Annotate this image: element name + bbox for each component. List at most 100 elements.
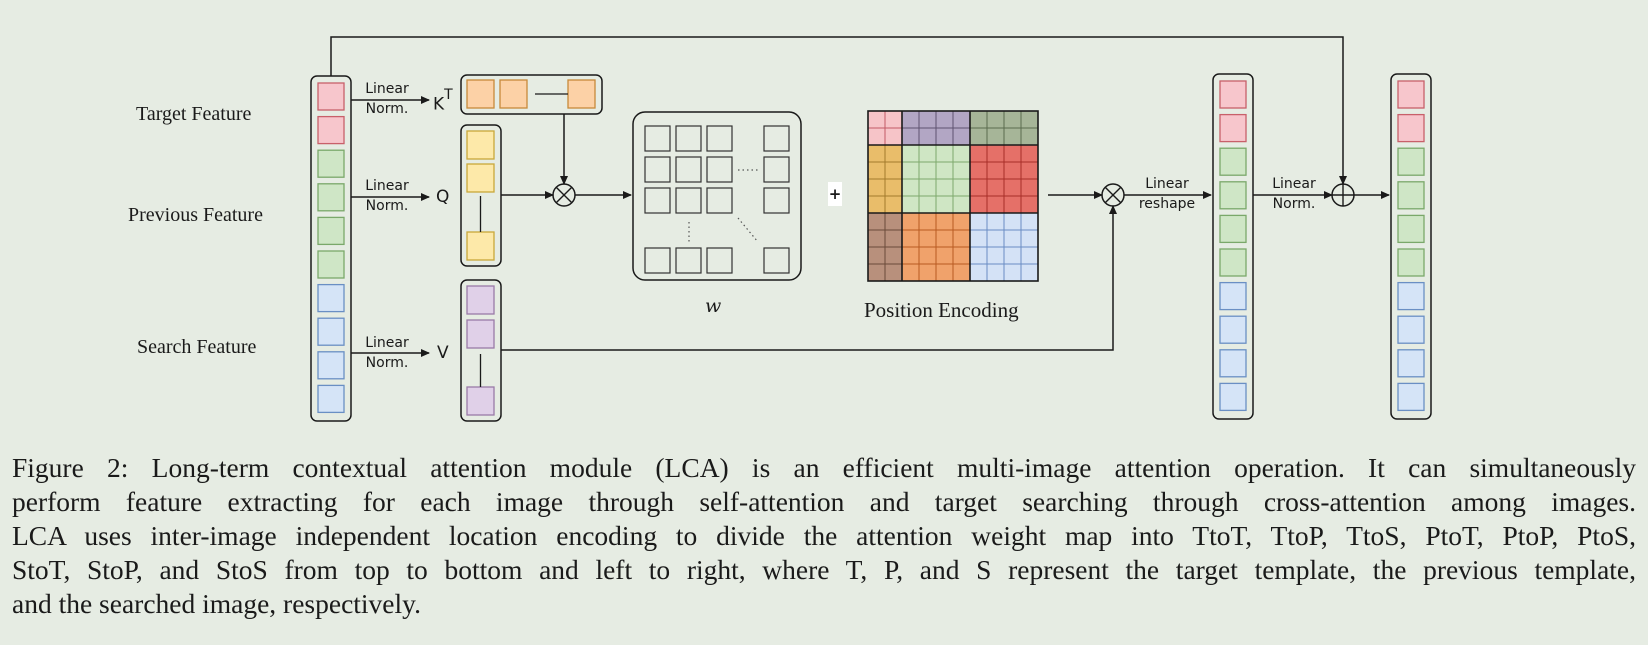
weight-cell xyxy=(675,156,702,183)
residual-skip-arrow xyxy=(330,36,1347,185)
attention-weight-map xyxy=(632,111,802,281)
token-columns xyxy=(310,73,1432,422)
figure-caption: Figure 2: Long-term contextual attention… xyxy=(12,451,1636,621)
target-token-cell xyxy=(1219,113,1247,143)
weight-cell xyxy=(763,187,790,214)
previous-token-cell xyxy=(317,183,345,212)
weight-cell xyxy=(644,156,671,183)
previous-token-cell xyxy=(1219,248,1247,277)
search-token-cell xyxy=(1219,382,1247,412)
value-symbol: V xyxy=(437,343,449,363)
pe-outline xyxy=(867,110,1039,282)
weight-map-box xyxy=(632,111,802,281)
target-token-cell xyxy=(317,115,345,145)
previous-token-cell xyxy=(317,216,345,246)
position-encoding-grid xyxy=(867,110,1039,282)
linear-text: Linear xyxy=(365,335,409,351)
linear-norm-out-label: Linear Norm. xyxy=(1269,174,1319,214)
linear-norm-k-label: Linear Norm. xyxy=(362,79,412,119)
linear-text: Linear xyxy=(365,81,409,97)
search-token-cell xyxy=(1397,315,1425,344)
weight-cell xyxy=(644,125,671,152)
target-token-cell xyxy=(1397,80,1425,109)
flow-arrows xyxy=(330,36,1390,357)
key-token-cell xyxy=(466,79,495,109)
search-token-cell xyxy=(1397,382,1425,412)
search-token-cell xyxy=(317,351,345,380)
key-token-cell xyxy=(567,79,596,109)
previous-token-cell xyxy=(317,250,345,279)
weight-cell xyxy=(706,125,733,152)
norm-text: Norm. xyxy=(1272,196,1316,212)
weight-cell xyxy=(644,187,671,214)
search-token-cell xyxy=(317,317,345,346)
target-token-cell xyxy=(1219,80,1247,109)
output-token-column xyxy=(1390,73,1432,420)
norm-text: Norm. xyxy=(365,198,409,214)
weight-cell xyxy=(763,125,790,152)
caption-line-3: LCA uses inter-image independent locatio… xyxy=(12,520,1636,551)
norm-text: Norm. xyxy=(365,355,409,371)
k-text: K xyxy=(433,94,445,115)
transpose-superscript: T xyxy=(444,87,453,103)
previous-token-cell xyxy=(1397,214,1425,244)
search-token-cell xyxy=(1397,349,1425,378)
target-token-cell xyxy=(1397,113,1425,143)
previous-token-cell xyxy=(317,149,345,178)
reshaped-token-column xyxy=(1212,73,1254,420)
caption-line-2: perform feature extracting for each imag… xyxy=(12,486,1636,517)
query-token-cell xyxy=(466,163,495,193)
linear-text: Linear xyxy=(365,178,409,194)
weight-cell xyxy=(675,187,702,214)
value-token-cell xyxy=(466,285,495,315)
weight-diag-dots xyxy=(737,217,759,243)
value-token-cell xyxy=(466,386,495,416)
target-token-cell xyxy=(317,82,345,111)
target-feature-label: Target Feature xyxy=(136,103,252,125)
query-token-cell xyxy=(466,130,495,160)
matmul-qk-operator-stroke xyxy=(555,186,573,204)
previous-feature-label: Previous Feature xyxy=(128,204,263,226)
linear-reshape-label: Linear reshape xyxy=(1136,174,1198,214)
caption-line-4: StoT, StoP, and StoS from top to bottom … xyxy=(12,554,1636,585)
search-token-cell xyxy=(1219,281,1247,311)
weight-cell xyxy=(763,156,790,183)
previous-token-cell xyxy=(1397,147,1425,176)
caption-line-1: Figure 2: Long-term contextual attention… xyxy=(12,452,1636,483)
matmul-v-operator-stroke xyxy=(1104,186,1122,204)
query-token-cell xyxy=(466,231,495,261)
plus-sign: + xyxy=(828,182,842,206)
weight-cell xyxy=(706,187,733,214)
value-token-cell xyxy=(466,319,495,349)
key-box xyxy=(460,74,603,115)
qkv-projections xyxy=(460,74,603,422)
previous-token-cell xyxy=(1397,248,1425,277)
linear-norm-v-label: Linear Norm. xyxy=(362,333,412,373)
previous-token-cell xyxy=(1219,214,1247,244)
weight-cell xyxy=(675,247,702,274)
weight-cell xyxy=(644,247,671,274)
search-token-cell xyxy=(1219,349,1247,378)
search-token-cell xyxy=(317,384,345,414)
key-symbol: KT xyxy=(433,87,453,115)
previous-token-cell xyxy=(1219,147,1247,176)
caption-line-5: and the searched image, respectively. xyxy=(12,588,421,619)
linear-text: Linear xyxy=(1272,176,1316,192)
search-token-cell xyxy=(317,283,345,313)
lca-diagram xyxy=(310,36,1432,422)
norm-text: Norm. xyxy=(365,101,409,117)
weight-label: w xyxy=(705,295,722,317)
weight-cell xyxy=(763,247,790,274)
query-symbol: Q xyxy=(436,187,450,207)
position-encoding-label: Position Encoding xyxy=(864,298,1019,322)
weight-cell xyxy=(675,125,702,152)
search-feature-label: Search Feature xyxy=(137,336,257,358)
previous-token-cell xyxy=(1219,181,1247,210)
linear-norm-q-label: Linear Norm. xyxy=(362,176,412,216)
reshape-text: reshape xyxy=(1138,196,1196,212)
weight-cell xyxy=(706,156,733,183)
search-token-cell xyxy=(1397,281,1425,311)
linear-text: Linear xyxy=(1145,176,1189,192)
previous-token-cell xyxy=(1397,181,1425,210)
